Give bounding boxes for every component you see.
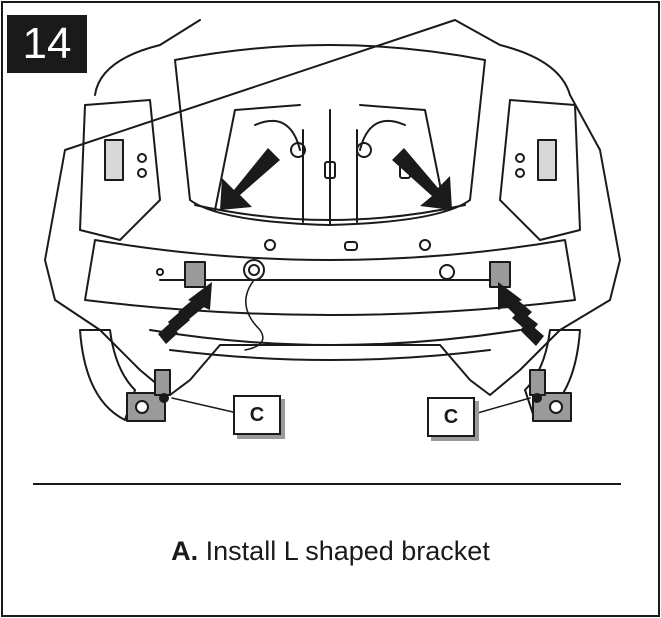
callout-label-c-left: C — [233, 395, 281, 435]
caption-step-letter: A. — [171, 536, 199, 566]
callout-label-c-right: C — [427, 397, 475, 437]
l-bracket-left — [126, 369, 171, 422]
arrow-down-right — [392, 148, 452, 210]
right-tail-light — [499, 99, 581, 241]
bracket-arrow-left — [158, 282, 212, 344]
bracket-arrow-right — [498, 282, 544, 346]
left-wheel — [79, 329, 136, 421]
caption-text: Install L shaped bracket — [205, 536, 490, 566]
car-body-outline — [44, 19, 621, 396]
section-divider — [33, 483, 621, 485]
leader-line-left — [171, 397, 234, 413]
arrow-down-left — [220, 148, 280, 210]
trunk-opening — [174, 44, 486, 226]
wiring-harness — [244, 279, 264, 351]
l-bracket-right — [529, 369, 572, 422]
instruction-caption: A. Install L shaped bracket — [0, 536, 661, 567]
step-number-badge: 14 — [7, 15, 87, 73]
vehicle-rear-illustration — [44, 19, 621, 422]
rear-bumper — [84, 239, 576, 316]
tow-hook-socket — [243, 259, 265, 281]
left-tail-light — [79, 99, 161, 241]
leader-line-right — [473, 397, 531, 415]
